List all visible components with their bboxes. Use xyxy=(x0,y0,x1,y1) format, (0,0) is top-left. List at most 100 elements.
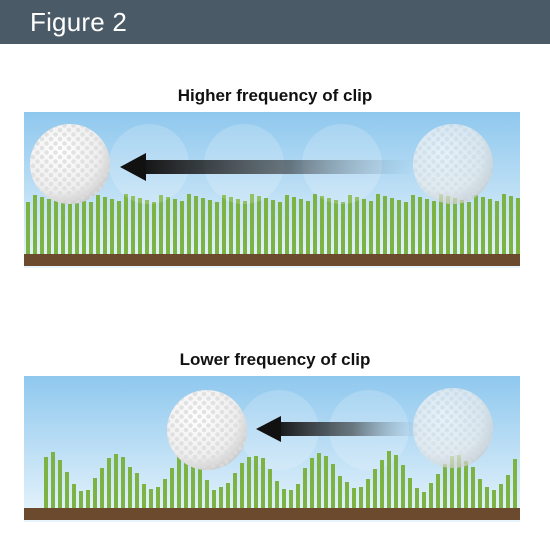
grass-blade xyxy=(243,201,247,254)
grass-blade xyxy=(439,194,443,254)
grass-blade xyxy=(345,482,349,508)
grass-blade xyxy=(369,201,373,254)
grass-blade xyxy=(121,457,125,508)
grass-blade xyxy=(306,201,310,254)
grass-blade xyxy=(82,200,86,254)
grass-blade xyxy=(215,202,219,254)
grass-blade xyxy=(390,198,394,254)
grass-blade xyxy=(124,194,128,254)
grass-blade xyxy=(208,200,212,254)
grass-blade xyxy=(331,464,335,508)
grass-blade xyxy=(460,200,464,254)
grass-blade xyxy=(499,484,503,508)
grass-blade xyxy=(226,483,230,508)
grass-blade xyxy=(422,492,426,508)
grass-blade xyxy=(352,488,356,508)
grass-blade xyxy=(229,197,233,254)
grass-blade xyxy=(429,483,433,508)
grass-blade xyxy=(303,468,307,508)
grass-blade xyxy=(348,195,352,254)
grass-blade xyxy=(191,457,195,508)
grass-blade xyxy=(110,199,114,254)
grass-blade xyxy=(219,487,223,508)
grass-blade xyxy=(341,202,345,254)
grass-blade xyxy=(152,202,156,254)
grass-blade xyxy=(198,468,202,508)
grass-blade xyxy=(194,196,198,254)
grass-blade xyxy=(170,468,174,508)
grass-blade xyxy=(261,458,265,508)
grass-clumped xyxy=(44,451,517,508)
figure-title: Figure 2 xyxy=(30,7,127,37)
golf-ball xyxy=(167,390,247,470)
grass-blade xyxy=(159,195,163,254)
ball-start xyxy=(413,124,493,204)
grass-blade xyxy=(72,484,76,508)
grass-blade xyxy=(457,455,461,508)
grass-blade xyxy=(292,197,296,254)
scene-higher-frequency-graphic xyxy=(24,112,520,268)
grass-blade xyxy=(394,455,398,508)
grass-blade xyxy=(250,194,254,254)
grass-blade xyxy=(513,459,517,508)
grass-blade xyxy=(296,484,300,508)
grass-blade xyxy=(488,199,492,254)
soil-strip xyxy=(24,508,520,520)
grass-blade xyxy=(387,451,391,508)
grass-blade xyxy=(54,201,58,254)
grass-blade xyxy=(485,487,489,508)
grass-blade xyxy=(310,458,314,508)
scene-lower-frequency-graphic xyxy=(24,376,520,522)
grass-blade xyxy=(299,199,303,254)
grass-blade xyxy=(418,197,422,254)
grass-blade xyxy=(96,195,100,254)
grass-blade xyxy=(268,469,272,508)
grass-blade xyxy=(65,472,69,508)
grass-blade xyxy=(117,201,121,254)
grass-blade xyxy=(404,202,408,254)
grass-blade xyxy=(324,456,328,508)
grass-blade xyxy=(271,200,275,254)
grass-blade xyxy=(313,194,317,254)
grass-blade xyxy=(222,195,226,254)
grass-blade xyxy=(338,476,342,508)
grass-blade xyxy=(131,196,135,254)
grass-blade xyxy=(443,464,447,508)
grass-blade xyxy=(285,195,289,254)
arrow-left-icon xyxy=(256,416,419,442)
grass-blade xyxy=(149,489,153,508)
grass-blade xyxy=(464,461,468,508)
grass-blade xyxy=(103,197,107,254)
grass-blade xyxy=(380,460,384,508)
grass-blade xyxy=(47,199,51,254)
grass-blade xyxy=(506,475,510,508)
golf-ball xyxy=(30,124,110,204)
grass-blade xyxy=(26,202,30,254)
grass-blade xyxy=(100,468,104,508)
grass-blade xyxy=(201,198,205,254)
grass-blade xyxy=(145,200,149,254)
grass-blade xyxy=(75,198,79,254)
grass-blade xyxy=(366,479,370,508)
grass-blade xyxy=(233,473,237,508)
grass-blade xyxy=(362,199,366,254)
arrow-left-icon xyxy=(120,153,414,181)
grass-blade xyxy=(383,196,387,254)
grass-blade xyxy=(327,198,331,254)
grass-blade xyxy=(408,478,412,508)
grass-blade xyxy=(212,490,216,508)
grass-blade xyxy=(446,196,450,254)
grass-blade xyxy=(89,202,93,254)
grass-blade xyxy=(86,490,90,508)
grass-blade xyxy=(282,489,286,508)
grass-blade xyxy=(425,199,429,254)
grass-blade xyxy=(166,197,170,254)
grass-blade xyxy=(275,481,279,508)
soil-strip xyxy=(24,254,520,266)
grass-blade xyxy=(138,198,142,254)
grass-blade xyxy=(79,491,83,508)
grass-blade xyxy=(44,457,48,508)
grass-blade xyxy=(68,196,72,254)
grass-blade xyxy=(495,201,499,254)
grass-blade xyxy=(177,454,181,508)
